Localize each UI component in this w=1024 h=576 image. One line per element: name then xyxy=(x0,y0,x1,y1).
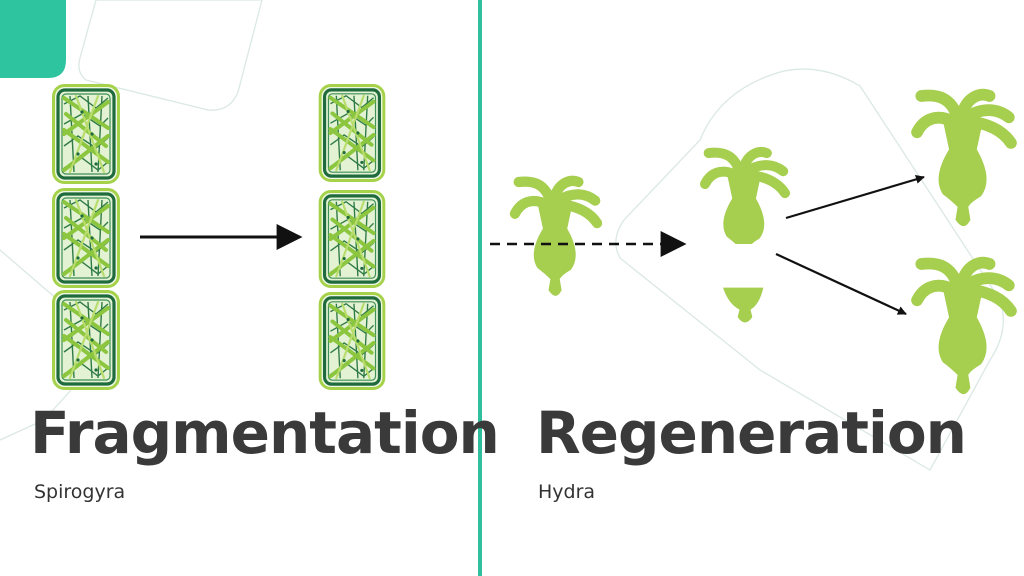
corner-accent xyxy=(0,0,66,78)
hydra-regenerated-icon xyxy=(917,95,1011,226)
hydra-label: Hydra xyxy=(538,481,596,503)
spirogyra-fragments-icon xyxy=(318,84,386,390)
spirogyra-filament-icon xyxy=(52,84,120,390)
panel-divider xyxy=(478,0,482,576)
fragmentation-title: Fragmentation xyxy=(30,399,500,467)
regeneration-title: Regeneration xyxy=(536,399,967,467)
arrow-icon xyxy=(785,174,925,220)
arrow-icon xyxy=(775,253,907,315)
hydra-icon xyxy=(515,181,597,296)
spirogyra-label: Spirogyra xyxy=(34,481,126,503)
hydra-regenerated-icon xyxy=(917,263,1011,394)
hydra-cut-icon xyxy=(705,152,785,323)
